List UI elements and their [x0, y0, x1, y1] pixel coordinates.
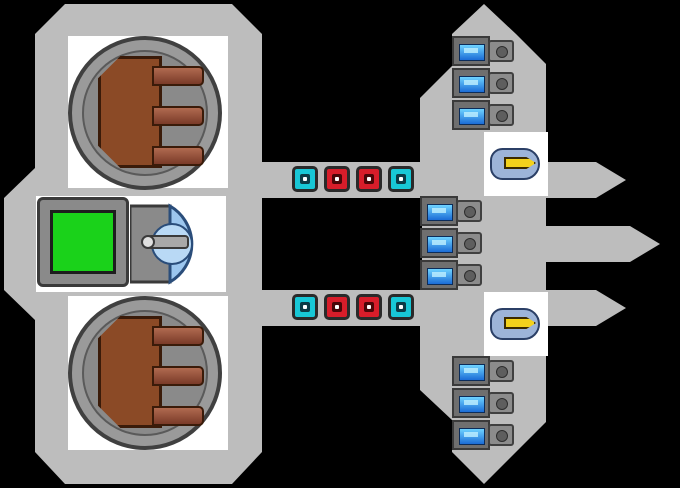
turret-upper[interactable]: [68, 36, 222, 190]
power-cell-cyan[interactable]: [292, 166, 318, 192]
power-cell-red[interactable]: [356, 166, 382, 192]
module-arm: [488, 424, 514, 446]
turret-barrel: [152, 326, 204, 346]
module-glass: [459, 76, 485, 93]
interceptor-icon: [490, 304, 542, 344]
shield-generator-icon[interactable]: [130, 200, 222, 288]
module-bottom-3[interactable]: [452, 420, 514, 450]
power-cell-core: [364, 302, 374, 312]
power-cell-core: [396, 302, 406, 312]
power-cell-core: [364, 174, 374, 184]
turret-barrel: [152, 366, 204, 386]
power-cell-red[interactable]: [356, 294, 382, 320]
power-cell-core: [396, 174, 406, 184]
module-glass: [427, 204, 453, 221]
module-mid-2[interactable]: [420, 228, 482, 258]
turret-barrel: [152, 146, 204, 166]
module-glass: [459, 396, 485, 413]
module-mid-1[interactable]: [420, 196, 482, 226]
module-top-3[interactable]: [452, 100, 514, 130]
cockpit-screen: [50, 210, 116, 274]
power-cell-cyan[interactable]: [292, 294, 318, 320]
interceptor-lower[interactable]: [484, 292, 548, 356]
turret-barrel: [152, 106, 204, 126]
module-arm: [488, 40, 514, 62]
power-row-lower: [292, 294, 422, 322]
power-cell-red[interactable]: [324, 166, 350, 192]
power-cell-core: [332, 302, 342, 312]
module-arm: [456, 200, 482, 222]
interceptor-upper[interactable]: [484, 132, 548, 196]
module-glass: [427, 268, 453, 285]
turret-lower[interactable]: [68, 296, 222, 450]
module-mid-3[interactable]: [420, 260, 482, 290]
module-arm: [456, 264, 482, 286]
turret-housing: [98, 316, 162, 428]
module-arm: [488, 360, 514, 382]
cockpit-module[interactable]: [37, 197, 129, 287]
turret-housing: [98, 56, 162, 168]
power-row-upper: [292, 166, 422, 194]
module-glass: [459, 108, 485, 125]
power-cell-cyan[interactable]: [388, 166, 414, 192]
module-glass: [427, 236, 453, 253]
module-arm: [488, 392, 514, 414]
power-cell-core: [332, 174, 342, 184]
module-arm: [488, 72, 514, 94]
power-cell-cyan[interactable]: [388, 294, 414, 320]
module-top-2[interactable]: [452, 68, 514, 98]
module-arm: [456, 232, 482, 254]
module-glass: [459, 364, 485, 381]
module-bottom-2[interactable]: [452, 388, 514, 418]
interceptor-icon: [490, 144, 542, 184]
module-arm: [488, 104, 514, 126]
power-cell-red[interactable]: [324, 294, 350, 320]
module-glass: [459, 428, 485, 445]
power-cell-core: [300, 174, 310, 184]
module-top-1[interactable]: [452, 36, 514, 66]
turret-barrel: [152, 406, 204, 426]
module-glass: [459, 44, 485, 61]
power-cell-core: [300, 302, 310, 312]
turret-barrel: [152, 66, 204, 86]
module-bottom-1[interactable]: [452, 356, 514, 386]
